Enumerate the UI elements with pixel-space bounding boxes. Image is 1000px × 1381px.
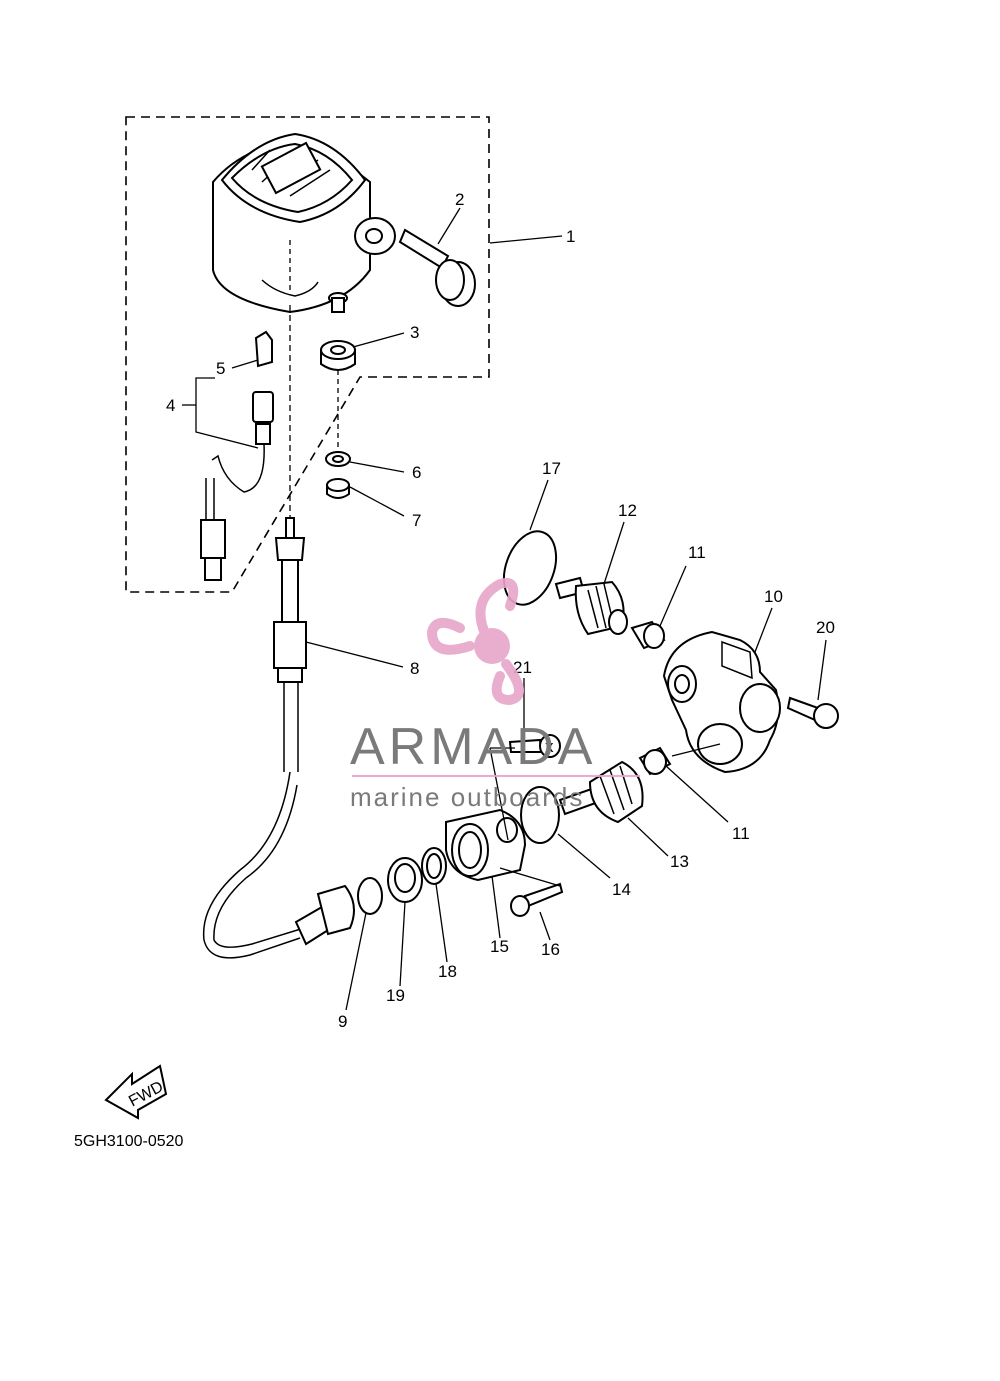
callout-4: 4	[166, 396, 175, 415]
washer-part	[325, 451, 351, 467]
o-ring-2-part	[520, 786, 560, 844]
nut-part	[326, 478, 350, 499]
speedometer-gauge-part	[212, 132, 371, 314]
bushing-2-part	[638, 746, 672, 776]
callout-12: 12	[618, 501, 637, 520]
callout-16: 16	[541, 940, 560, 959]
watermark-brand: ARMADA	[350, 718, 596, 776]
o-ring-part	[357, 877, 383, 915]
o-ring-3-part	[502, 530, 558, 606]
callout-3: 3	[410, 323, 419, 342]
assembly-boundary	[125, 116, 490, 593]
callout-13: 13	[670, 852, 689, 871]
driven-gear-part	[554, 576, 628, 636]
callout-numbers: 1 2 3 4 5 6 7 8 9 10 11 11 12 13 14 15 1…	[166, 190, 835, 1031]
callout-21: 21	[513, 658, 532, 677]
watermark-tagline: marine outboards	[350, 782, 584, 812]
bolt-part	[786, 696, 839, 729]
leader-lines	[182, 207, 827, 1011]
callout-20: 20	[816, 618, 835, 637]
trip-knob-part	[354, 217, 476, 307]
callout-6: 6	[412, 463, 421, 482]
callout-18: 18	[438, 962, 457, 981]
callout-10: 10	[764, 587, 783, 606]
callout-14: 14	[612, 880, 631, 899]
fwd-arrow-icon: FWD	[104, 1064, 168, 1120]
callout-5: 5	[216, 359, 225, 378]
watermark-logo	[352, 578, 640, 777]
bushing-part	[630, 620, 666, 650]
diagram-code: 5GH3100-0520	[74, 1133, 184, 1150]
callout-8: 8	[410, 659, 419, 678]
speedometer-cable-part	[202, 305, 355, 959]
callout-15: 15	[490, 937, 509, 956]
washer-2-part	[421, 847, 447, 885]
callout-1: 1	[566, 227, 575, 246]
callout-9: 9	[338, 1012, 347, 1031]
gear-housing-part	[662, 630, 781, 774]
callout-7: 7	[412, 511, 421, 530]
oil-seal-part	[387, 857, 423, 903]
screw-2-part: x	[508, 734, 561, 758]
svg-text:x: x	[545, 737, 554, 756]
callout-11-lower: 11	[732, 824, 750, 843]
callout-17: 17	[542, 459, 561, 478]
callout-2: 2	[455, 190, 464, 209]
screw-part	[510, 882, 564, 917]
callout-19: 19	[386, 986, 405, 1005]
grommet-part	[320, 340, 356, 371]
sleeve-part	[445, 808, 527, 882]
callout-11-upper: 11	[688, 543, 706, 562]
bulb-socket-part	[200, 330, 274, 581]
